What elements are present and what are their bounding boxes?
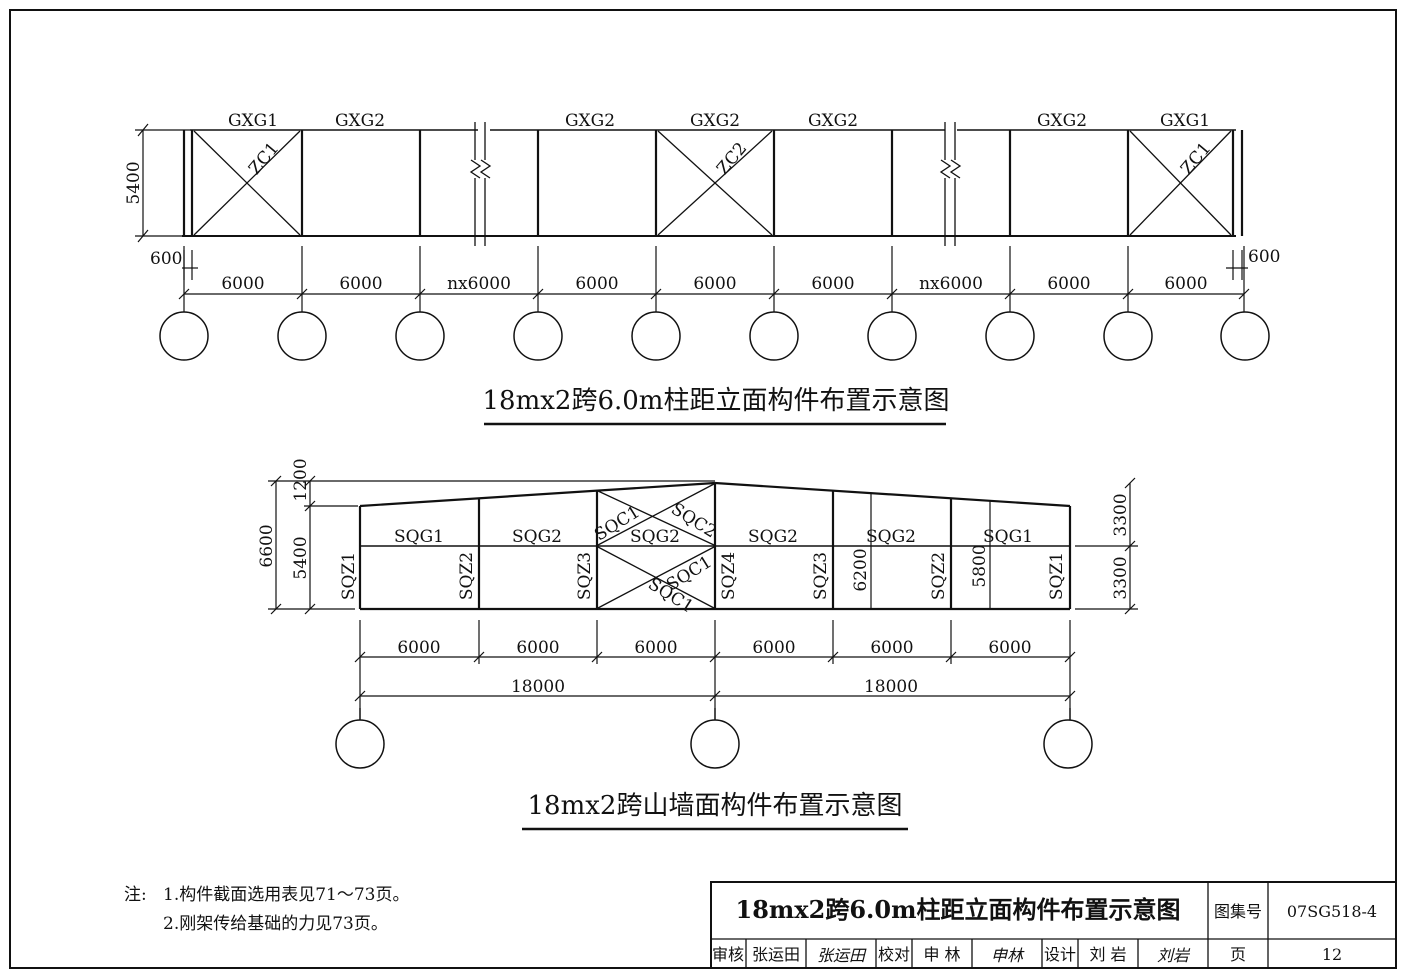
- note-item: 2.刚架传给基础的力见73页。: [163, 914, 388, 934]
- page-number: 12: [1322, 945, 1342, 964]
- notes: 注: 1.构件截面选用表见71～73页。 2.刚架传给基础的力见73页。: [124, 885, 409, 934]
- gable-diagram: SQG1 SQG2 SQG2 SQG2 SQG2 SQG1 SQC1 SQC2 …: [257, 458, 1138, 831]
- gable-beam-label: SQG1: [394, 527, 444, 547]
- gable-column-label: SQZ2: [929, 552, 949, 600]
- design-label: 设计: [1044, 945, 1076, 964]
- gable-beam-label: SQG2: [866, 527, 916, 547]
- title-block-title: 18mx2跨6.0m柱距立面构件布置示意图: [736, 895, 1181, 924]
- gable-bay-dim: 6000: [397, 638, 440, 658]
- elevation-bay-dim: 6000: [339, 274, 382, 294]
- designer-name: 刘 岩: [1089, 945, 1126, 964]
- gable-inner-posts: [870, 493, 991, 609]
- gable-left-dims: [268, 475, 715, 615]
- gable-bay-dim: 6000: [516, 638, 559, 658]
- gable-grid-bubbles: [335, 708, 1093, 769]
- elevation-beam-label: GXG1: [228, 111, 278, 131]
- gable-span-dim: 18000: [511, 677, 565, 697]
- gable-beam-label: SQG2: [630, 527, 680, 547]
- gable-bay-dim: 6000: [752, 638, 795, 658]
- sheet-border: [9, 9, 1397, 969]
- reviewer-name: 张运田: [752, 945, 800, 964]
- elevation-bay-dim: 6000: [575, 274, 618, 294]
- gable-roof-right: [714, 481, 1071, 508]
- atlas-label: 图集号: [1214, 902, 1262, 921]
- elevation-bay-dim: 6000: [693, 274, 736, 294]
- gable-column-label: SQZ4: [719, 552, 739, 600]
- elevation-braces: [193, 130, 1232, 236]
- elevation-brace-label: ZC2: [713, 139, 751, 179]
- gable-right-dim: 3300: [1111, 493, 1131, 536]
- gable-left-dim: 1200: [291, 458, 311, 501]
- gable-braces: [597, 483, 715, 609]
- elevation-beam-label: GXG2: [335, 111, 385, 131]
- elevation-height-dim: [135, 123, 190, 243]
- page-label: 页: [1230, 945, 1246, 964]
- elevation-bay-dim: 6000: [221, 274, 264, 294]
- gable-right-dims: [1075, 477, 1138, 615]
- elevation-beam-label: GXG2: [1037, 111, 1087, 131]
- gable-column-label: SQZ1: [1047, 552, 1067, 600]
- gable-bay-dim: 6000: [870, 638, 913, 658]
- elevation-bay-dim: nx6000: [919, 274, 983, 294]
- elevation-beam-label: GXG1: [1160, 111, 1210, 131]
- elevation-beam-label: GXG2: [690, 111, 740, 131]
- gable-bay-dim: 6000: [988, 638, 1031, 658]
- elevation-bay-dim-line: [178, 246, 1250, 312]
- gable-beam-label: SQG2: [512, 527, 562, 547]
- review-label: 审核: [712, 945, 744, 964]
- gable-inner-height: 6200: [851, 548, 871, 591]
- gable-columns: [358, 483, 1072, 609]
- elevation-bay-dim: 6000: [1047, 274, 1090, 294]
- elevation-title: 18mx2跨6.0m柱距立面构件布置示意图: [483, 386, 950, 416]
- gable-column-label: SQZ2: [457, 552, 477, 600]
- elevation-grid-bubbles: [159, 311, 1270, 361]
- gable-beam-label: SQG2: [748, 527, 798, 547]
- gable-column-label: SQZ3: [575, 552, 595, 600]
- gable-title: 18mx2跨山墙面构件布置示意图: [528, 791, 903, 821]
- checker-name: 申 林: [923, 945, 960, 964]
- elevation-beam-label: GXG2: [808, 111, 858, 131]
- atlas-number: 07SG518-4: [1287, 902, 1377, 921]
- gable-inner-height: 5800: [970, 544, 990, 587]
- check-label: 校对: [878, 945, 910, 964]
- gable-bay-dim: 6000: [634, 638, 677, 658]
- note-item: 1.构件截面选用表见71～73页。: [163, 885, 409, 905]
- reviewer-signature: 张运田: [817, 946, 867, 965]
- elevation-beam-label: GXG2: [565, 111, 615, 131]
- elevation-diagram: GXG1 GXG2 GXG2 GXG2 GXG2 GXG2 GXG1 ZC1 Z…: [124, 111, 1280, 426]
- elevation-bay-dim: nx6000: [447, 274, 511, 294]
- gable-roof-left: [359, 481, 716, 508]
- elevation-break-marks: [469, 122, 962, 246]
- notes-prefix: 注:: [124, 885, 147, 905]
- designer-signature: 刘岩: [1157, 946, 1191, 965]
- elevation-columns: [182, 130, 1244, 236]
- gable-left-dim: 6600: [257, 524, 277, 567]
- gable-left-dim: 5400: [291, 536, 311, 579]
- gable-column-label: SQZ3: [811, 552, 831, 600]
- gable-column-label: SQZ1: [339, 552, 359, 600]
- elevation-end-offset-right: 600: [1248, 247, 1280, 267]
- elevation-bay-dim: 6000: [1164, 274, 1207, 294]
- gable-bay-dim-line: [354, 620, 1076, 708]
- gable-right-dim: 3300: [1111, 556, 1131, 599]
- elevation-end-offset-left: 600: [150, 249, 182, 269]
- title-block: 18mx2跨6.0m柱距立面构件布置示意图 图集号 07SG518-4 审核 张…: [710, 881, 1397, 969]
- elevation-brace-label: ZC1: [245, 139, 283, 179]
- elevation-height-dim-text: 5400: [124, 161, 144, 204]
- elevation-brace-label: ZC1: [1177, 139, 1215, 179]
- checker-signature: 申林: [991, 946, 1025, 965]
- gable-span-dim: 18000: [864, 677, 918, 697]
- gable-beam-label: SQG1: [983, 527, 1033, 547]
- elevation-bay-dim: 6000: [811, 274, 854, 294]
